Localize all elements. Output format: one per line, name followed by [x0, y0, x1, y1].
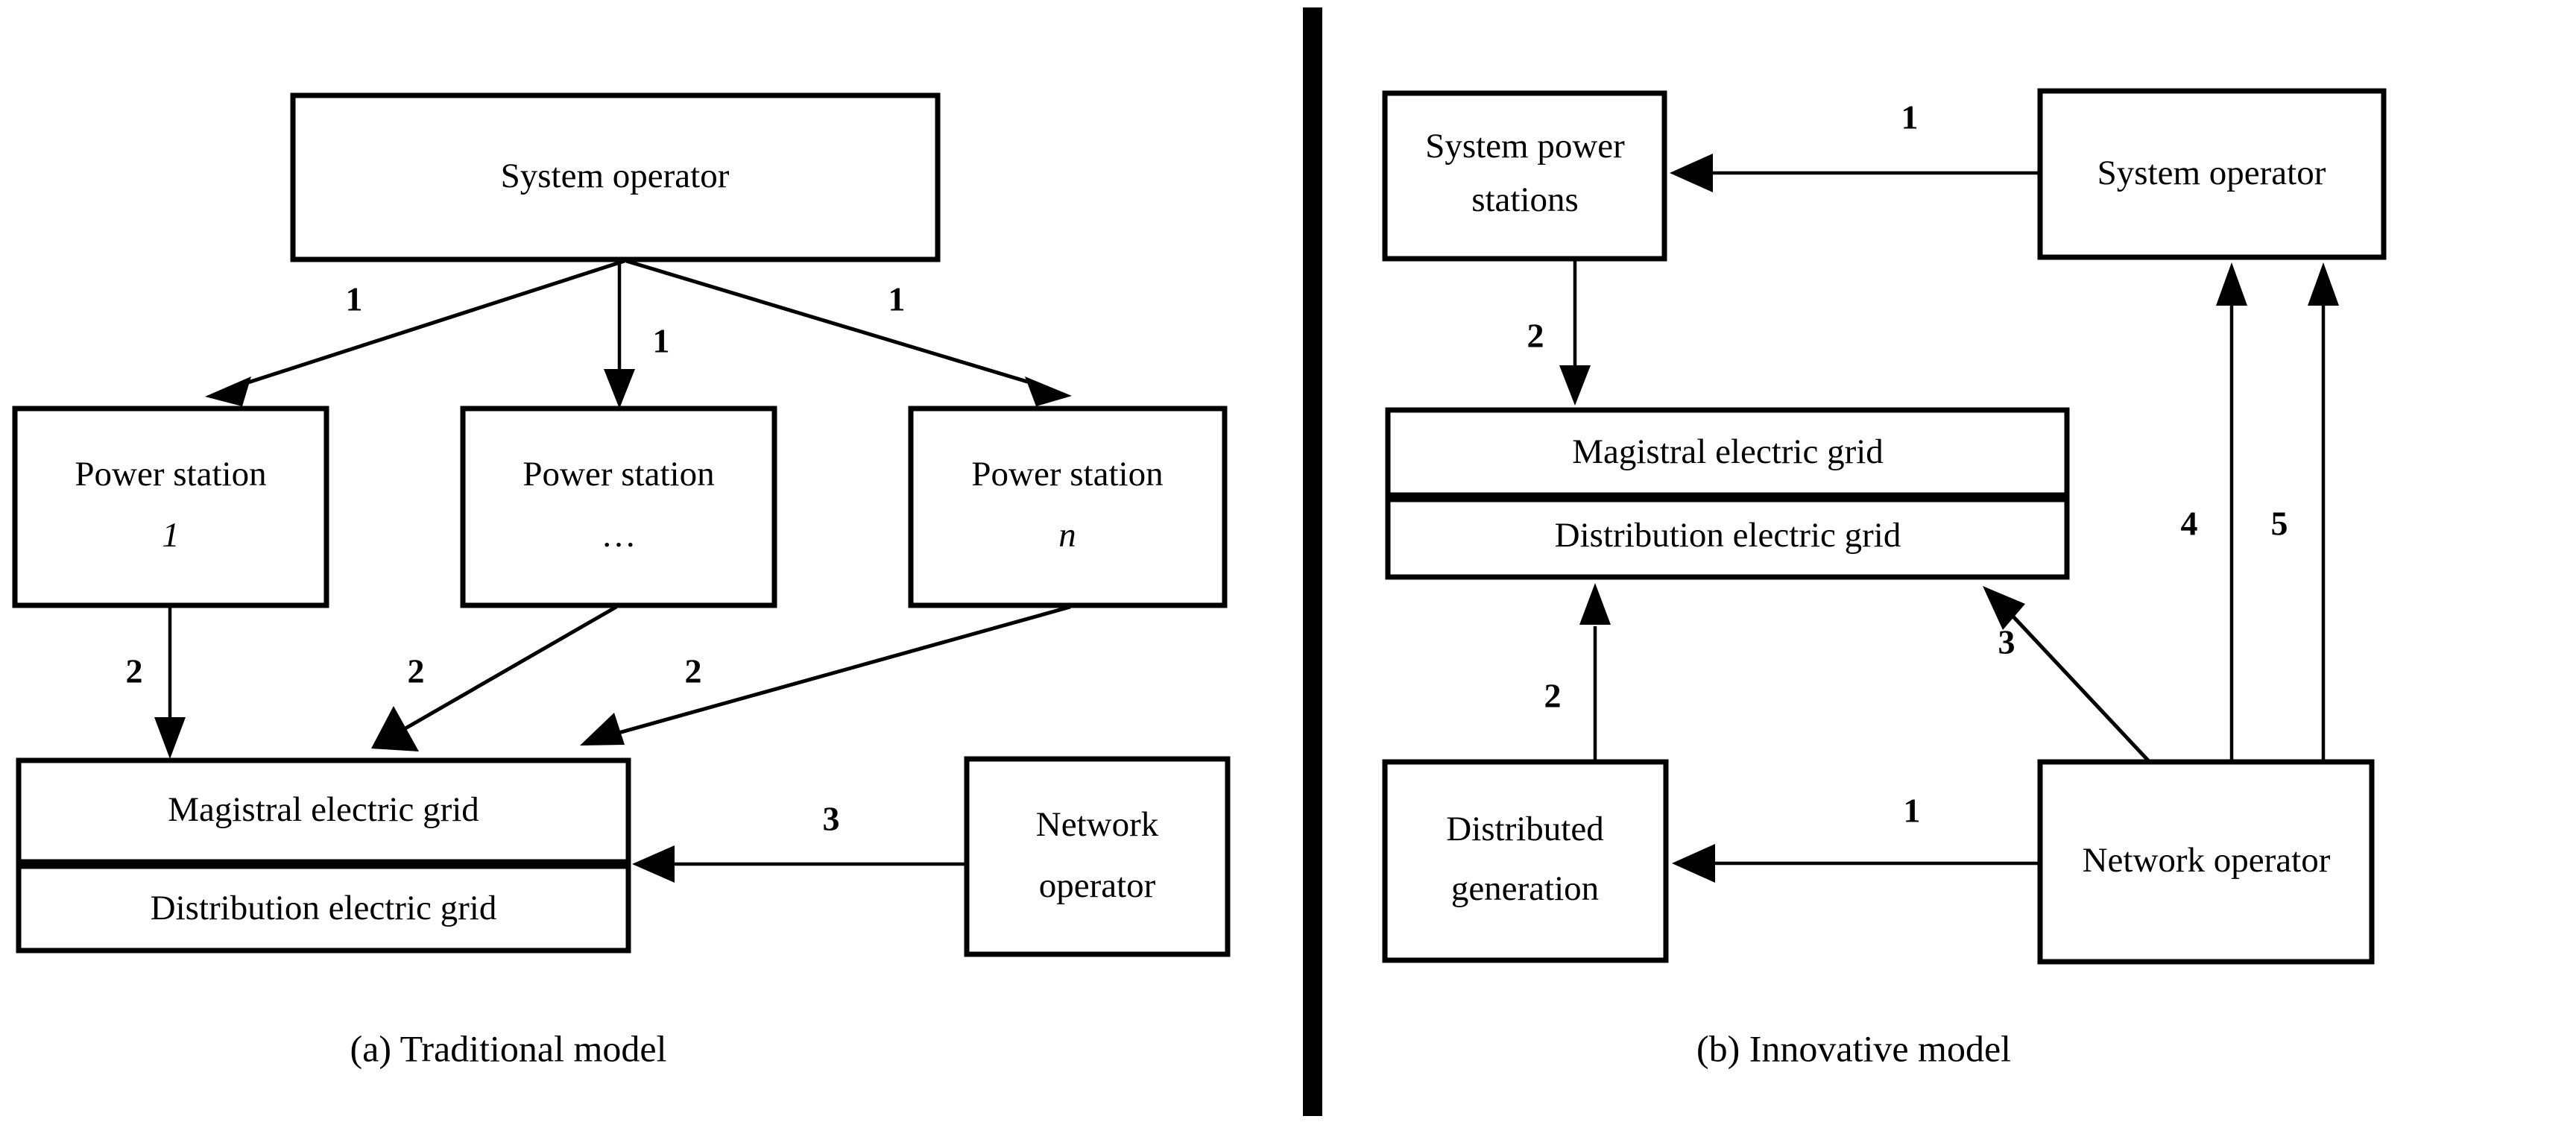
edge-a-psn-to-grid: 2 — [580, 605, 1071, 746]
edge-label: 2 — [1527, 317, 1544, 355]
edge-label: 3 — [1998, 623, 2015, 661]
box-label-magistral: Magistral electric grid — [1572, 432, 1884, 471]
edge-label: 5 — [2271, 505, 2288, 543]
edge-b-netop-to-so-5: 5 — [2271, 262, 2339, 760]
edge-label: 1 — [1901, 98, 1919, 136]
box-label-line2: generation — [1451, 869, 1599, 908]
edge-a-so-to-psn: 1 — [625, 259, 1072, 406]
edge-label: 2 — [408, 652, 425, 690]
edge-label: 4 — [2181, 505, 2198, 543]
edge-b-netop-to-dg: 1 — [1672, 792, 2039, 883]
box-label-line1: System power — [1425, 127, 1625, 166]
box-label-line1: Distributed — [1446, 810, 1603, 848]
edge-b-netop-to-so-4: 4 — [2181, 262, 2247, 760]
box-sublabel: 1 — [162, 516, 180, 555]
box-label: System operator — [501, 157, 730, 195]
edge-a-so-to-ps1: 1 — [205, 259, 625, 406]
box-b-network-operator[interactable]: Network operator — [2037, 759, 2375, 965]
box-b-distributed-generation[interactable]: Distributed generation — [1382, 759, 1669, 963]
box-a-power-station-1[interactable]: Power station 1 — [12, 406, 329, 608]
edge-label: 1 — [653, 322, 670, 360]
edge-label: 1 — [346, 280, 363, 318]
box-a-network-operator[interactable]: Network operator — [964, 756, 1231, 957]
box-label-distribution: Distribution electric grid — [151, 889, 497, 927]
box-label: Power station — [523, 455, 714, 494]
box-label: Power station — [75, 455, 266, 494]
box-a-power-station-mid[interactable]: Power station … — [460, 406, 777, 608]
edge-a-psmid-to-grid: 2 — [371, 605, 618, 751]
box-label-line2: stations — [1471, 180, 1579, 219]
box-b-system-power-stations[interactable]: System power stations — [1382, 90, 1667, 262]
caption-panel-b: (b) Innovative model — [1696, 1027, 2011, 1069]
edge-label: 2 — [685, 652, 702, 690]
box-a-system-operator[interactable]: System operator — [290, 92, 941, 262]
edge-a-netop-to-grid: 3 — [632, 800, 965, 883]
box-label-line1: Network — [1036, 805, 1159, 844]
box-label: Network operator — [2083, 841, 2331, 880]
panel-a: System operator Power station 1 Power st… — [12, 92, 1231, 1069]
box-a-grid[interactable]: Magistral electric grid Distribution ele… — [16, 757, 631, 954]
edge-a-ps1-to-grid: 2 — [126, 607, 186, 759]
box-label: Power station — [971, 455, 1163, 494]
edge-label: 2 — [126, 652, 143, 690]
panel-b: System power stations System operator Ma… — [1382, 88, 2387, 1069]
box-label-distribution: Distribution electric grid — [1555, 516, 1901, 555]
edge-label: 1 — [888, 280, 906, 318]
box-b-grid[interactable]: Magistral electric grid Distribution ele… — [1385, 407, 2070, 580]
box-label: System operator — [2097, 154, 2326, 192]
box-sublabel: n — [1058, 516, 1076, 555]
box-a-power-station-n[interactable]: Power station n — [908, 406, 1228, 608]
edge-a-so-to-psmid: 1 — [604, 261, 670, 409]
box-sublabel: … — [602, 516, 637, 555]
box-label-magistral: Magistral electric grid — [168, 790, 479, 829]
caption-panel-a: (a) Traditional model — [350, 1027, 667, 1069]
edge-label: 2 — [1544, 677, 1562, 715]
edge-b-so-to-sps: 1 — [1670, 98, 2039, 192]
edge-b-dg-to-grid: 2 — [1544, 583, 1611, 760]
edge-label: 1 — [1904, 792, 1921, 830]
edge-label: 3 — [823, 800, 840, 838]
box-label-line2: operator — [1039, 866, 1156, 905]
box-b-system-operator[interactable]: System operator — [2037, 88, 2387, 260]
edge-b-sps-to-grid: 2 — [1527, 260, 1591, 406]
panel-divider — [1303, 7, 1322, 1116]
edge-b-netop-to-grid: 3 — [1983, 586, 2150, 762]
